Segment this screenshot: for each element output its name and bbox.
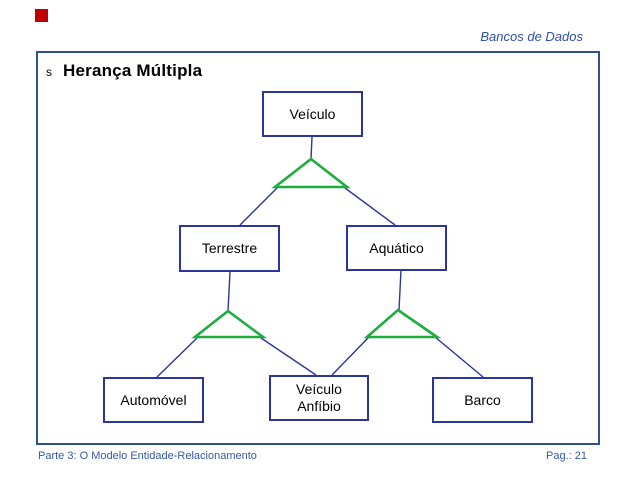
entity-veiculo: Veículo — [262, 91, 363, 137]
entity-aquatico: Aquático — [346, 225, 447, 271]
footer-section-title: Parte 3: O Modelo Entidade-Relacionament… — [38, 450, 257, 462]
slide-title-row: s Herança Múltipla — [46, 61, 202, 81]
footer-page-number: Pag.: 21 — [546, 450, 587, 462]
entity-automovel: Automóvel — [103, 377, 204, 423]
brand-red-square — [35, 9, 48, 22]
title-bullet: s — [46, 65, 52, 79]
entity-terrestre: Terrestre — [179, 225, 280, 272]
entity-veiculo-anfibio: Veículo Anfíbio — [269, 375, 369, 421]
slide-title: Herança Múltipla — [63, 61, 203, 80]
course-title: Bancos de Dados — [480, 29, 583, 44]
entity-barco: Barco — [432, 377, 533, 423]
